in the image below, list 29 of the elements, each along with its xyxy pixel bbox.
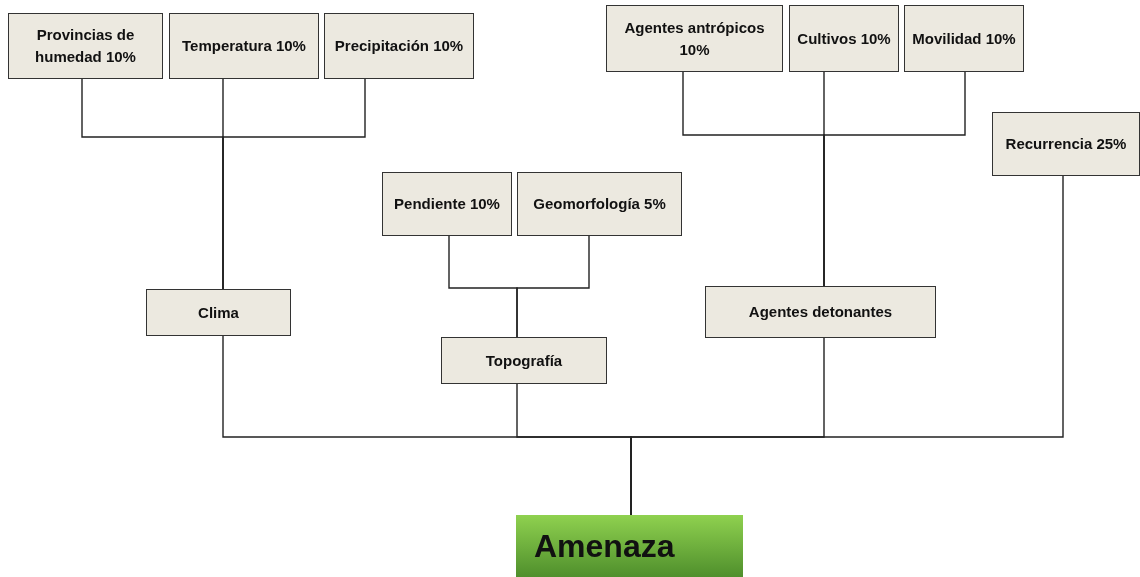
- box-label: Movilidad 10%: [912, 28, 1016, 49]
- connector-line: [516, 235, 590, 338]
- box-label: Precipitación 10%: [334, 36, 464, 57]
- connector-line: [222, 78, 366, 290]
- box-label: Agentes detonantes: [748, 302, 893, 323]
- factor-box: [146, 289, 291, 336]
- box-label: Topografía: [485, 350, 563, 371]
- connector-line: [823, 71, 966, 287]
- box-label: Amenaza: [534, 526, 675, 566]
- factor-box: [517, 172, 682, 236]
- factor-box: [441, 337, 607, 384]
- factor-box: [992, 112, 1140, 176]
- box-label: Pendiente 10%: [394, 194, 500, 215]
- box-label: Clima: [198, 302, 239, 323]
- factor-box: [705, 286, 936, 338]
- factor-box: [904, 5, 1024, 72]
- factor-box: [324, 13, 474, 79]
- factor-box: [169, 13, 319, 79]
- factor-box: [8, 13, 163, 79]
- box-label: Recurrencia 25%: [1005, 134, 1127, 155]
- box-label: Temperatura 10%: [182, 36, 306, 57]
- box-label: Geomorfología 5%: [533, 194, 666, 215]
- factor-box: [789, 5, 899, 72]
- box-label: Cultivos 10%: [797, 28, 891, 49]
- box-label: Agentes antrópicos 10%: [623, 17, 766, 60]
- factor-box: [606, 5, 783, 72]
- result-box: [516, 515, 743, 577]
- factor-box: [382, 172, 512, 236]
- box-label: Provincias de humedad 10%: [34, 25, 137, 67]
